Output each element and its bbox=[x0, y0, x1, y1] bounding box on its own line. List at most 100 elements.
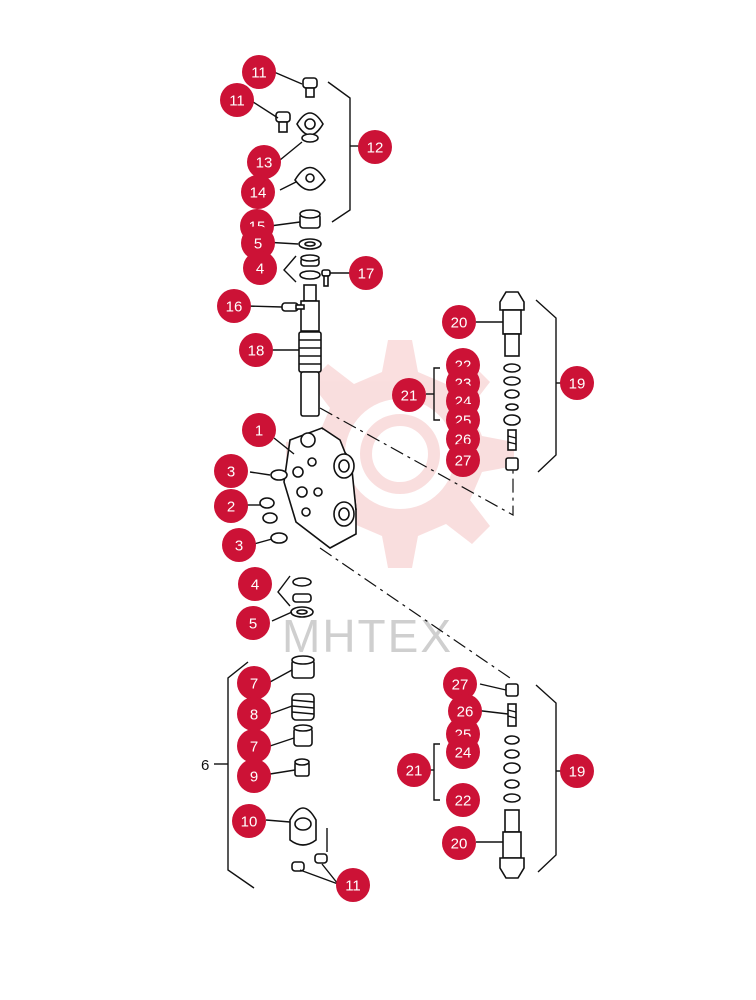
callout-20-a: 20 bbox=[442, 305, 476, 339]
callout-5-a: 5 bbox=[241, 226, 275, 260]
seal-4-top bbox=[299, 254, 321, 280]
spool-18 bbox=[298, 284, 322, 417]
stopper-9 bbox=[294, 758, 310, 777]
callout-badge-circle bbox=[392, 378, 426, 412]
callout-number: 10 bbox=[241, 814, 258, 831]
watermark-text: MHTEX bbox=[282, 610, 453, 662]
screw-11-left bbox=[275, 111, 291, 133]
callout-3-b: 3 bbox=[222, 528, 256, 562]
callout-number: 1 bbox=[255, 423, 263, 440]
callout-badge-circle bbox=[237, 666, 271, 700]
callout-number: 12 bbox=[367, 140, 384, 157]
callout-badge-circle bbox=[442, 305, 476, 339]
callout-badge-circle bbox=[397, 753, 431, 787]
cap-10 bbox=[289, 807, 317, 846]
callout-badge-circle bbox=[242, 55, 276, 89]
callout-12: 12 bbox=[358, 130, 392, 164]
pin-17 bbox=[321, 269, 331, 287]
callout-number: 3 bbox=[235, 538, 243, 555]
callout-badge-circle bbox=[220, 83, 254, 117]
callout-badge-circle bbox=[446, 443, 480, 477]
callout-14: 14 bbox=[241, 175, 275, 209]
callout-badge-circle bbox=[237, 697, 271, 731]
callout-13: 13 bbox=[247, 145, 281, 179]
callout-badge-circle bbox=[238, 567, 272, 601]
callout-number: 18 bbox=[248, 343, 265, 360]
callout-18: 18 bbox=[239, 333, 273, 367]
callout-badge-circle bbox=[443, 667, 477, 701]
callout-badge-circle bbox=[358, 130, 392, 164]
callout-number: 21 bbox=[406, 763, 423, 780]
callout-number: 16 bbox=[226, 299, 243, 316]
callout-badge-circle bbox=[446, 783, 480, 817]
callout-16: 16 bbox=[217, 289, 251, 323]
callout-21-b: 21 bbox=[397, 753, 431, 787]
callout-badge-circle bbox=[214, 454, 248, 488]
callout-4-b: 4 bbox=[238, 567, 272, 601]
callout-number: 7 bbox=[250, 739, 258, 756]
callout-badge-circle bbox=[560, 366, 594, 400]
relief-valve-top bbox=[499, 291, 525, 471]
callout-number: 11 bbox=[229, 93, 245, 110]
washer-5-bottom bbox=[290, 606, 314, 618]
callout-number: 20 bbox=[451, 315, 468, 332]
callout-21-a: 21 bbox=[392, 378, 426, 412]
callout-11-a: 11 bbox=[242, 55, 276, 89]
callout-badge-circle bbox=[217, 289, 251, 323]
pin-16 bbox=[281, 302, 305, 312]
callout-badge-circle bbox=[232, 804, 266, 838]
screws-11-bottom bbox=[291, 828, 328, 872]
callout-number: 11 bbox=[345, 878, 361, 895]
callout-number: 7 bbox=[250, 676, 258, 693]
callout-20-b: 20 bbox=[442, 826, 476, 860]
callout-8: 8 bbox=[237, 697, 271, 731]
callout-badge-circle bbox=[237, 729, 271, 763]
callout-badge-circle bbox=[241, 175, 275, 209]
callout-number: 19 bbox=[569, 764, 586, 781]
callout-27-a: 27 bbox=[446, 443, 480, 477]
upper-spool-stack bbox=[275, 77, 331, 417]
callout-number: 26 bbox=[457, 704, 474, 721]
seal-4-bottom bbox=[292, 577, 312, 603]
callout-number: 20 bbox=[451, 836, 468, 853]
callout-19-a: 19 bbox=[560, 366, 594, 400]
alignment-lines bbox=[319, 407, 514, 681]
callout-10: 10 bbox=[232, 804, 266, 838]
callout-badge-circle bbox=[442, 826, 476, 860]
callout-number: 17 bbox=[358, 266, 375, 283]
callout-24-b: 24 bbox=[446, 735, 480, 769]
callout-7-b: 7 bbox=[237, 729, 271, 763]
valve-body-1 bbox=[283, 427, 357, 549]
spring-8 bbox=[291, 693, 315, 721]
callout-badge-circle bbox=[243, 251, 277, 285]
callout-badges: 1111121314155417161813234578791011202223… bbox=[214, 55, 594, 902]
callout-number: 5 bbox=[254, 236, 262, 253]
callout-badge-circle bbox=[239, 333, 273, 367]
callout-number: 4 bbox=[256, 261, 264, 278]
callout-7-a: 7 bbox=[237, 666, 271, 700]
o-rings-2-3 bbox=[259, 469, 288, 544]
callout-number: 24 bbox=[455, 745, 472, 762]
callout-badge-circle bbox=[214, 489, 248, 523]
callout-5-b: 5 bbox=[236, 606, 270, 640]
callout-number: 27 bbox=[452, 677, 469, 694]
callout-9: 9 bbox=[237, 759, 271, 793]
callout-badge-circle bbox=[241, 226, 275, 260]
callout-badge-circle bbox=[222, 528, 256, 562]
screw-11-top bbox=[302, 77, 318, 98]
plate-14 bbox=[294, 166, 326, 191]
callout-19-b: 19 bbox=[560, 754, 594, 788]
relief-valve-bottom bbox=[499, 683, 525, 879]
callout-number: 19 bbox=[569, 376, 586, 393]
callout-number: 5 bbox=[249, 616, 257, 633]
washer-5-top bbox=[298, 238, 322, 250]
leader-lines bbox=[245, 71, 509, 885]
callout-badge-circle bbox=[237, 759, 271, 793]
callout-number: 9 bbox=[250, 769, 258, 786]
callout-number: 3 bbox=[227, 464, 235, 481]
callout-number: 27 bbox=[455, 453, 472, 470]
callout-number: 21 bbox=[401, 388, 418, 405]
callout-number: 2 bbox=[227, 499, 235, 516]
callout-number: 8 bbox=[250, 707, 258, 724]
